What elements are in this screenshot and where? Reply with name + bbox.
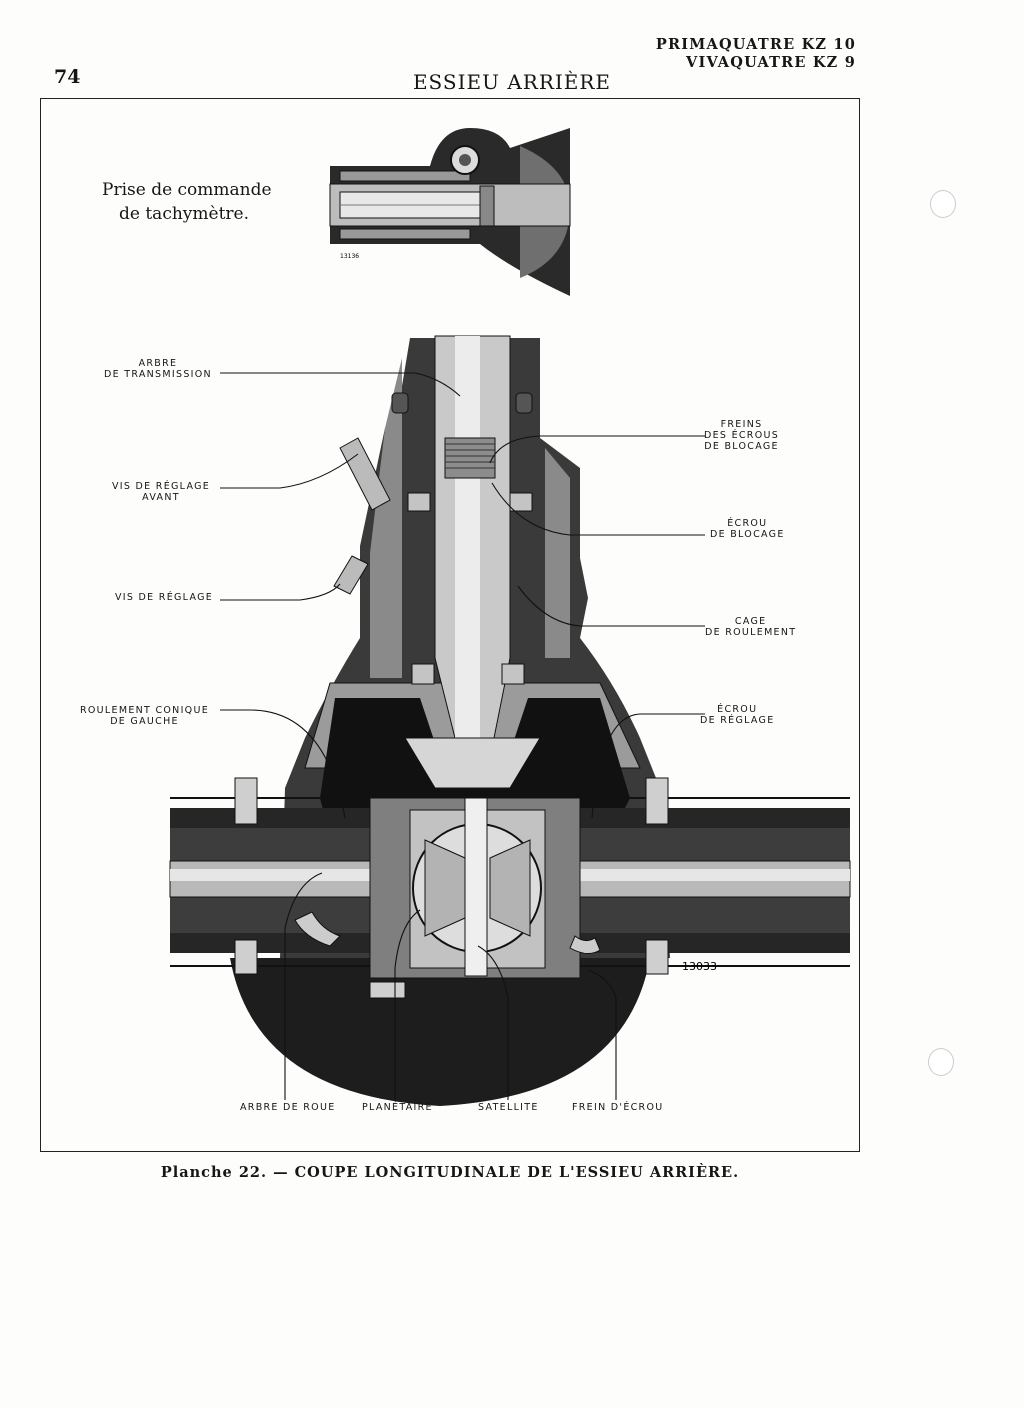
tachometer-drive-inset: 13136 [329, 128, 571, 296]
label-frein-ecrou: FREIN D'ÉCROU [572, 1102, 664, 1113]
label-arbre-de-roue: ARBRE DE ROUE [240, 1102, 336, 1113]
plate-caption: Planche 22. — COUPE LONGITUDINALE DE L'E… [160, 1164, 740, 1181]
inset-caption: de tachymètre. [119, 204, 249, 224]
label-vis-reglage: VIS DE RÉGLAGE [115, 592, 214, 603]
figure-number: 13033 [682, 960, 717, 973]
label-planetaire: PLANÉTAIRE [362, 1102, 433, 1113]
axle-cross-section-drawing: 13136 [169, 128, 851, 1106]
differential-housing: 13033 [169, 335, 851, 1106]
label-satellite: SATELLITE [478, 1102, 539, 1113]
plate-frame [40, 98, 860, 1152]
page-title: ESSIEU ARRIÈRE [412, 70, 612, 94]
binder-hole [928, 1048, 954, 1076]
binder-hole [930, 190, 956, 218]
model-line-2: VIVAQUATRE KZ 9 [686, 54, 856, 71]
inset-figure-number: 13136 [340, 253, 359, 260]
page-number: 74 [54, 66, 81, 88]
model-line-1: PRIMAQUATRE KZ 10 [655, 36, 856, 53]
leader-lines [220, 372, 705, 1100]
inset-caption: Prise de commande [102, 180, 272, 200]
front-adjusting-screw [333, 437, 391, 595]
